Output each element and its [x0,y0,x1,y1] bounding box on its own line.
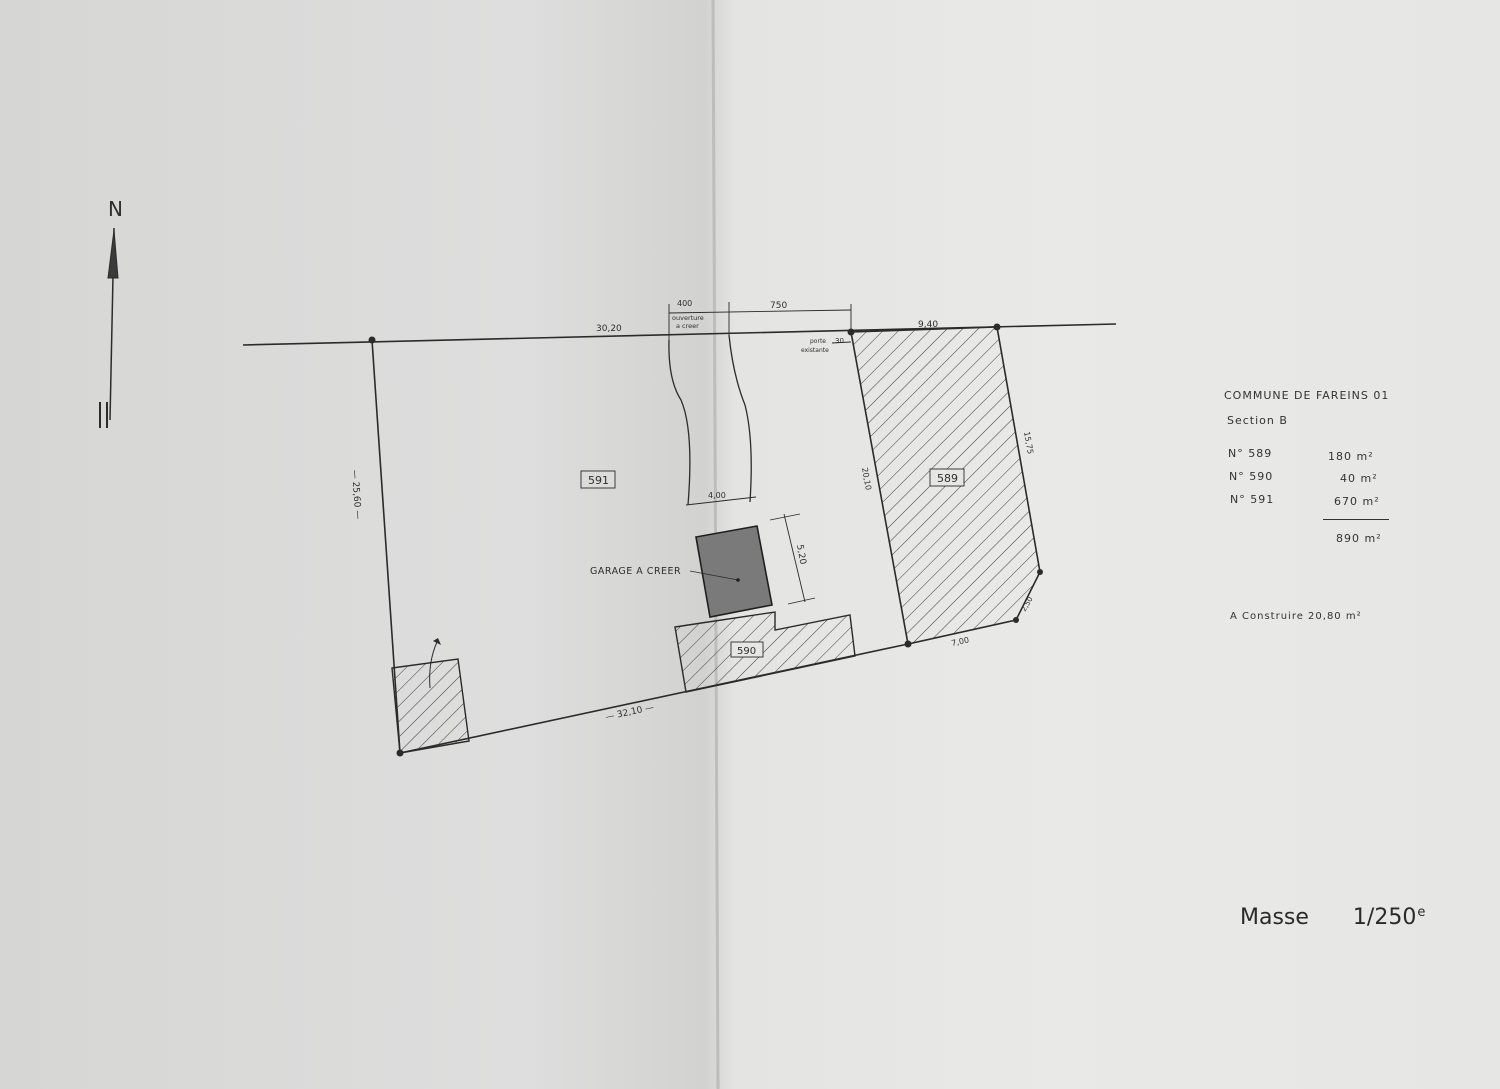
dim-top-left: 30,20 [596,324,622,334]
driveway-right [728,334,752,503]
note-a-creer: a creer [676,322,699,330]
legend-row-589-area: 180 m² [1328,450,1374,463]
scale-label: Masse [1240,905,1309,930]
garage-label: GARAGE A CREER [590,566,681,577]
scale-ratio: 1/250 [1352,905,1417,930]
dim-750: 750 [770,301,787,311]
garage-to-build [695,525,773,618]
parcel-label-591: 591 [580,470,616,489]
parcel-label-590: 590 [730,641,764,658]
dim-top-right: 9,40 [918,320,938,330]
dim-bottom-right: 7,00 [951,635,970,648]
north-arrow: N [99,197,123,428]
driveway-left [668,339,691,506]
dim-400: 400 [677,299,692,308]
legend-row-591-num: N° 591 [1230,493,1275,506]
garage-depth-dim: 5,20 [794,544,807,566]
parcel-590 [674,611,856,693]
survey-points [368,323,1043,757]
corner-building [391,658,470,754]
legend-row-590-num: N° 590 [1229,470,1274,483]
note-existante: existante [801,347,829,354]
svg-text:591: 591 [588,474,609,487]
legend-total: 890 m² [1336,532,1382,545]
legend-construire: A Construire 20,80 m² [1230,611,1362,622]
dim-589-left: 20,10 [860,467,873,491]
garage-width-dim: 4,00 [708,491,726,500]
legend-row-589-num: N° 589 [1228,447,1273,460]
legend-row-590-area: 40 m² [1340,472,1378,485]
legend-section: Section B [1227,414,1288,427]
scale-suffix: e [1417,905,1426,920]
legend-commune: COMMUNE DE FAREINS 01 [1224,389,1390,402]
dim-589-right: 15,75 [1022,431,1035,455]
note-ouverture: ouverture [672,314,704,322]
north-label: N [108,197,123,221]
scale-caption: Masse 1/250e [1240,905,1425,930]
legend-row-591-area: 670 m² [1334,495,1380,508]
svg-text:590: 590 [737,646,756,657]
dim-30: 30 [835,337,844,345]
svg-text:589: 589 [937,472,958,485]
legend-total-rule [1323,519,1389,520]
dim-left-side: — 25,60 — [349,470,362,520]
note-porte: porte [810,338,826,345]
parcel-label-589: 589 [929,468,965,487]
dim-bottom-left: — 32,10 — [605,703,655,723]
